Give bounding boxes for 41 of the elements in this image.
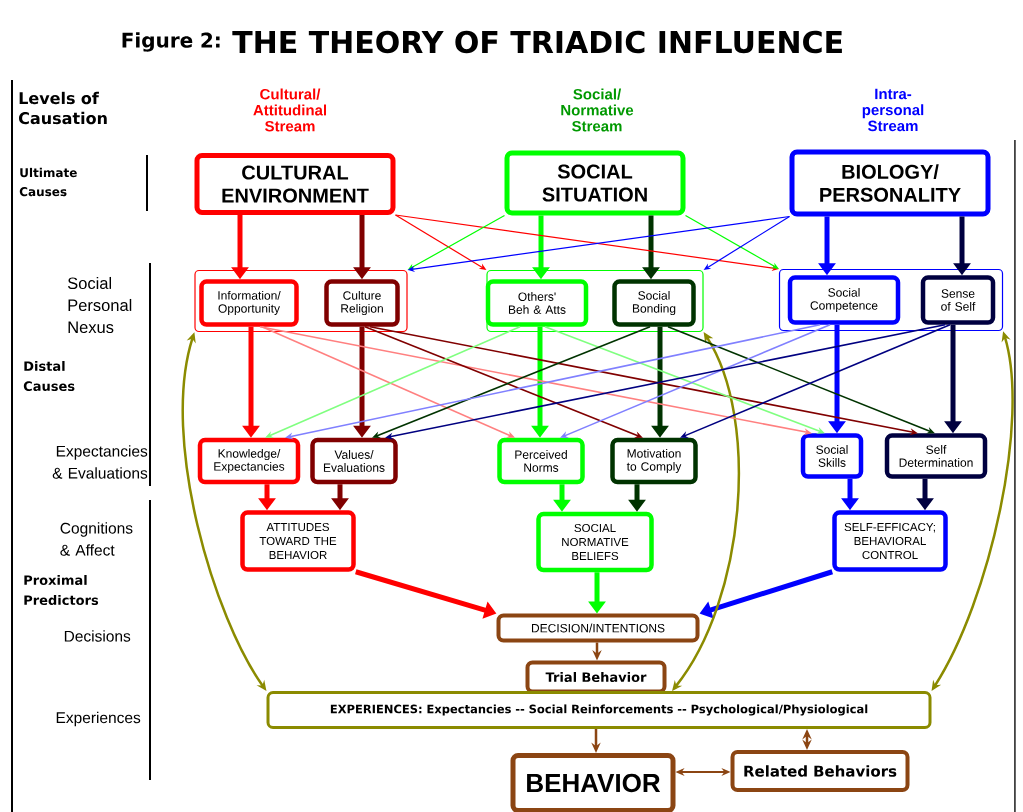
- trial-box: Trial Behavior: [525, 660, 667, 694]
- level-label: Distal Causes: [23, 360, 75, 392]
- level-label: Social Personal Nexus: [67, 276, 132, 334]
- stream-heading: Social/ Normative Stream: [561, 88, 634, 132]
- level-label: Experiences: [56, 711, 141, 727]
- factor-box: Values/ Evaluations: [310, 437, 398, 485]
- group-box: [778, 268, 1004, 332]
- factor-box: Information/ Opportunity: [199, 279, 299, 327]
- predictor-box: SELF-EFFICACY; BEHAVIORAL CONTROL: [832, 510, 948, 572]
- factor-box: Social Bonding: [612, 279, 696, 327]
- group-box: [194, 269, 408, 333]
- column-heading: Levels of Causation: [19, 91, 107, 125]
- factor-box: Motivation to Comply: [610, 437, 698, 485]
- level-label: Proximal Predictors: [24, 574, 99, 606]
- group-box: [486, 269, 704, 333]
- cause-box: SOCIAL SITUATION: [504, 150, 686, 216]
- cause-box: CULTURAL ENVIRONMENT: [194, 153, 396, 215]
- experiences-box: EXPERIENCES: Expectancies -- Social Reinforcements -- Psychological/Physiological: [266, 691, 932, 729]
- stream-heading: Cultural/ Attitudinal Stream: [253, 88, 326, 132]
- level-label: Decisions: [64, 630, 131, 642]
- factor-box: Sense of Self: [920, 275, 996, 325]
- predictor-box: ATTITUDES TOWARD THE BEHAVIOR: [240, 510, 356, 572]
- behavior-box: BEHAVIOR: [510, 753, 676, 812]
- factor-box: Self Determination: [884, 433, 988, 479]
- factor-box: Social Skills: [800, 433, 864, 479]
- cause-box: BIOLOGY/ PERSONALITY: [789, 149, 991, 217]
- title: THE THEORY OF TRIADIC INFLUENCE: [232, 30, 842, 54]
- level-label: Expectancies & Evaluations: [52, 445, 148, 479]
- decision-box: DECISION/INTENTIONS: [496, 613, 700, 643]
- predictor-box: SOCIAL NORMATIVE BELIEFS: [536, 511, 654, 573]
- factor-box: Social Competence: [787, 275, 901, 325]
- factor-box: Perceived Norms: [497, 437, 585, 485]
- related-box: Related Behaviors: [730, 750, 910, 792]
- stream-heading: Intra- personal Stream: [862, 88, 924, 132]
- factor-box: Culture Religion: [324, 279, 400, 327]
- figure-number: Figure 2:: [122, 32, 220, 52]
- level-label: Ultimate Causes: [19, 167, 77, 197]
- level-label: Cognitions & Affect: [60, 522, 133, 556]
- factor-box: Knowledge/ Expectancies: [197, 437, 301, 485]
- factor-box: Others' Beh & Atts: [485, 279, 589, 327]
- arrow: [684, 214, 779, 269]
